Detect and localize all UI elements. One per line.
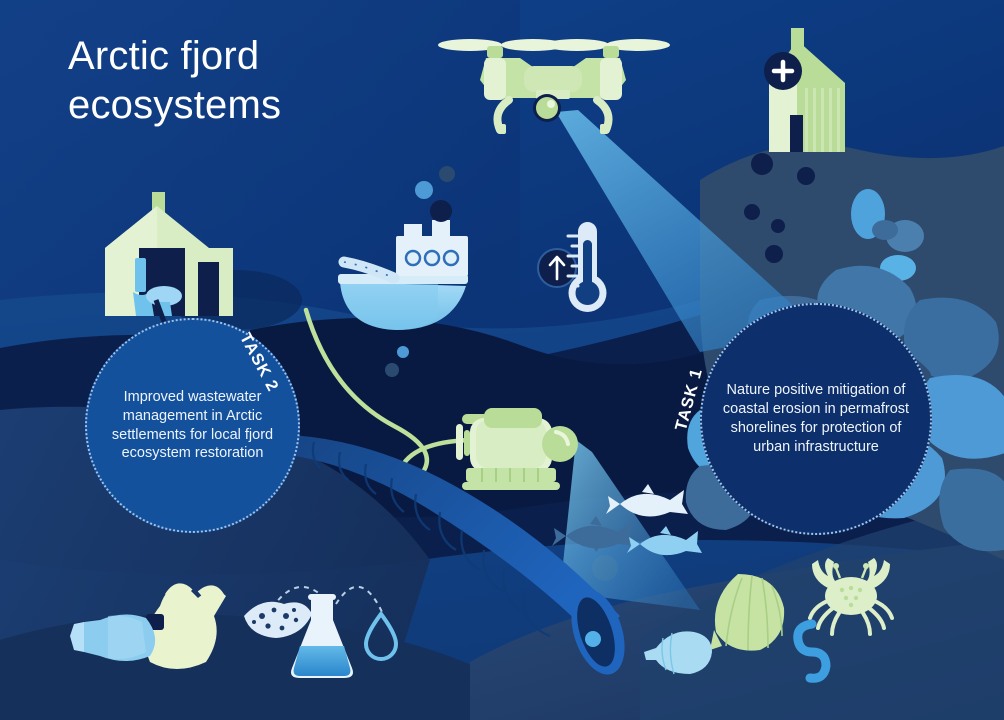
rov-lamp — [542, 426, 578, 462]
marine-worm — [793, 619, 831, 683]
sediment-sample — [244, 601, 312, 638]
snail-shell — [644, 631, 712, 675]
crab-claw — [866, 558, 890, 588]
rov — [456, 408, 578, 490]
task-1-circle[interactable]: Nature positive mitigation of coastal er… — [700, 303, 932, 535]
water-droplet — [363, 610, 399, 661]
fish — [627, 526, 702, 556]
camera-beam — [556, 110, 820, 352]
crab — [808, 558, 894, 636]
boat-porthole — [423, 249, 441, 267]
boat-porthole — [404, 249, 422, 267]
fish-school — [552, 484, 702, 556]
task-2-circle[interactable]: Improved wastewater management in Arctic… — [85, 318, 300, 533]
thermometer — [537, 222, 607, 312]
task-1-body: Nature positive mitigation of coastal er… — [722, 382, 910, 455]
task-2-body: Improved wastewater management in Arctic… — [111, 388, 274, 462]
drone-rotor — [545, 39, 609, 51]
seabed-right-far — [640, 500, 1004, 720]
plus-icon — [771, 59, 795, 83]
drone-rotor — [438, 39, 502, 51]
flask — [291, 594, 353, 678]
up-arrow-icon — [548, 255, 566, 281]
plastic-bottle — [70, 614, 156, 661]
boat — [338, 220, 468, 330]
boat-porthole — [442, 249, 460, 267]
house-left — [105, 192, 302, 393]
outfall-pipe — [236, 433, 625, 675]
plastic-bag — [145, 583, 226, 669]
house-right — [764, 28, 845, 152]
house-right-door — [790, 115, 803, 152]
boat-deck — [338, 274, 468, 284]
boat-bow-rail — [338, 256, 400, 284]
fish — [606, 484, 688, 517]
fish — [552, 516, 636, 552]
scallop-shell — [710, 574, 785, 651]
dashed-arc-right — [335, 585, 383, 613]
drone — [438, 39, 670, 134]
drone-rotor — [501, 39, 565, 51]
house-left-door — [198, 262, 219, 316]
crab-claw — [812, 558, 836, 588]
drone-rotor — [606, 39, 670, 51]
